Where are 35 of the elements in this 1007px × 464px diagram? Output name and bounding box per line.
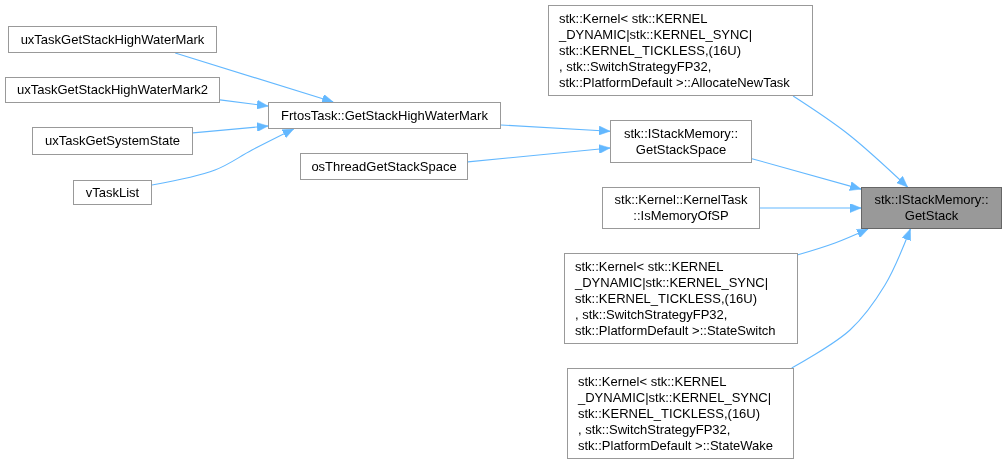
call-arrow	[219, 99, 269, 110]
call-arrow	[759, 203, 862, 213]
function-node	[8, 26, 217, 53]
function-name: stk::IStackMemory:: GetStack	[873, 192, 990, 224]
selected-function-node	[861, 187, 1002, 229]
function-name: stk::Kernel< stk::KERNEL _DYNAMIC|stk::KERNEL_SYNC| stk::KERNEL_TICKLESS,(16U) , stk::SwitchStrategyFP32, stk::PlatformDefault >::AllocateNewTask	[559, 10, 791, 91]
function-name: FrtosTask::GetStackHighWaterMark	[281, 107, 488, 124]
function-name: osThreadGetStackSpace	[311, 158, 457, 175]
function-node	[268, 102, 501, 129]
call-arrow	[791, 228, 911, 369]
call-arrow	[174, 52, 334, 104]
function-node	[602, 187, 760, 229]
call-arrow	[192, 122, 269, 134]
call-arrow	[467, 144, 611, 163]
function-node	[300, 153, 468, 180]
call-arrow	[500, 124, 611, 136]
function-name: vTaskList	[85, 184, 140, 201]
function-name: uxTaskGetSystemState	[44, 133, 181, 149]
function-name: uxTaskGetStackHighWaterMark	[20, 31, 205, 48]
function-node	[5, 77, 220, 103]
call-arrow	[797, 228, 869, 256]
function-node	[32, 127, 193, 155]
function-name: stk::Kernel< stk::KERNEL _DYNAMIC|stk::KERNEL_SYNC| stk::KERNEL_TICKLESS,(16U) , stk::SwitchStrategyFP32, stk::PlatformDefault >::StateSwitch	[575, 258, 777, 339]
function-node	[548, 5, 813, 96]
call-arrow	[751, 158, 862, 191]
function-node	[73, 180, 152, 205]
function-name: stk::IStackMemory:: GetStackSpace	[622, 125, 740, 158]
function-name: stk::Kernel::KernelTask ::IsMemoryOfSP	[613, 192, 749, 224]
call-arrow	[792, 95, 909, 188]
function-node	[610, 120, 752, 163]
function-node	[564, 253, 798, 344]
function-name: uxTaskGetStackHighWaterMark2	[17, 82, 208, 98]
function-node	[567, 368, 794, 459]
call-arrow	[151, 128, 295, 186]
function-name: stk::Kernel< stk::KERNEL _DYNAMIC|stk::KERNEL_SYNC| stk::KERNEL_TICKLESS,(16U) , stk::SwitchStrategyFP32, stk::PlatformDefault >::StateWake	[578, 373, 774, 454]
